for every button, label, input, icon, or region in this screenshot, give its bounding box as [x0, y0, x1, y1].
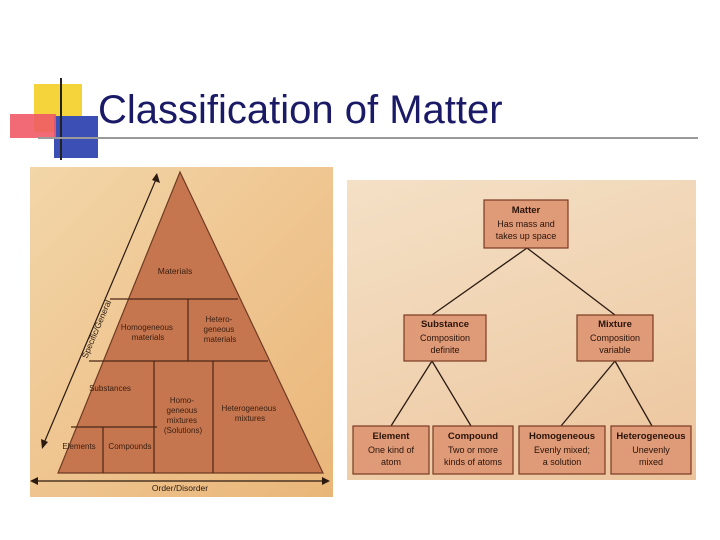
svg-text:mixed: mixed — [639, 457, 663, 467]
node-mixture: Mixture Composition variable — [576, 314, 654, 362]
node-heterogeneous: Heterogeneous Unevenly mixed — [610, 425, 692, 475]
pyramid-diagram: Specific/General Order/Disorder Material… — [30, 170, 330, 493]
label-homogeneous-mixtures: Homo- geneous mixtures (Solutions) — [164, 396, 203, 435]
decor-red-bar — [10, 114, 56, 138]
label-substances: Substances — [89, 384, 131, 393]
svg-text:Element: Element — [373, 431, 411, 442]
node-compound: Compound Two or more kinds of atoms — [432, 425, 514, 475]
svg-text:Unevenly: Unevenly — [632, 445, 670, 455]
svg-text:Mixture: Mixture — [598, 319, 632, 330]
svg-text:Has mass and: Has mass and — [497, 219, 555, 229]
label-heterogeneous-materials: Hetero- geneous materials — [204, 315, 237, 344]
svg-text:Heterogeneous: Heterogeneous — [616, 431, 685, 442]
svg-text:Evenly mixed;: Evenly mixed; — [534, 445, 590, 455]
svg-text:kinds of atoms: kinds of atoms — [444, 457, 503, 467]
label-materials: Materials — [158, 266, 192, 276]
node-homogeneous: Homogeneous Evenly mixed; a solution — [518, 425, 606, 475]
specific-general-arrow — [43, 176, 158, 444]
svg-text:Composition: Composition — [420, 333, 470, 343]
bottom-label: Order/Disorder — [152, 483, 208, 493]
svg-text:One kind of: One kind of — [368, 445, 415, 455]
title-divider — [38, 137, 698, 139]
svg-text:Compound: Compound — [448, 431, 498, 442]
tree-connectors — [390, 247, 653, 427]
svg-text:takes up space: takes up space — [496, 231, 557, 241]
svg-text:variable: variable — [599, 345, 631, 355]
svg-text:definite: definite — [430, 345, 459, 355]
svg-text:Composition: Composition — [590, 333, 640, 343]
classification-tree: Matter Has mass and takes up space Subst… — [352, 199, 692, 475]
decor-vertical-line — [60, 78, 62, 160]
svg-text:atom: atom — [381, 457, 401, 467]
svg-text:Substance: Substance — [421, 319, 469, 330]
node-substance: Substance Composition definite — [403, 314, 487, 362]
svg-text:Two or more: Two or more — [448, 445, 498, 455]
pyramid-photo: Specific/General Order/Disorder Material… — [30, 167, 333, 497]
pyramid-shape — [57, 170, 324, 474]
label-compounds: Compounds — [108, 442, 151, 451]
node-element: Element One kind of atom — [352, 425, 430, 475]
tree-photo: Matter Has mass and takes up space Subst… — [347, 180, 696, 480]
svg-text:Matter: Matter — [512, 205, 541, 216]
slide-title: Classification of Matter — [98, 88, 503, 132]
svg-text:a solution: a solution — [543, 457, 582, 467]
svg-text:Homogeneous: Homogeneous — [529, 431, 595, 442]
label-homogeneous-materials: Homogeneous materials — [121, 323, 175, 342]
label-heterogeneous-mixtures: Heterogeneous mixtures — [222, 404, 279, 423]
node-matter: Matter Has mass and takes up space — [483, 199, 569, 249]
label-elements: Elements — [62, 442, 95, 451]
